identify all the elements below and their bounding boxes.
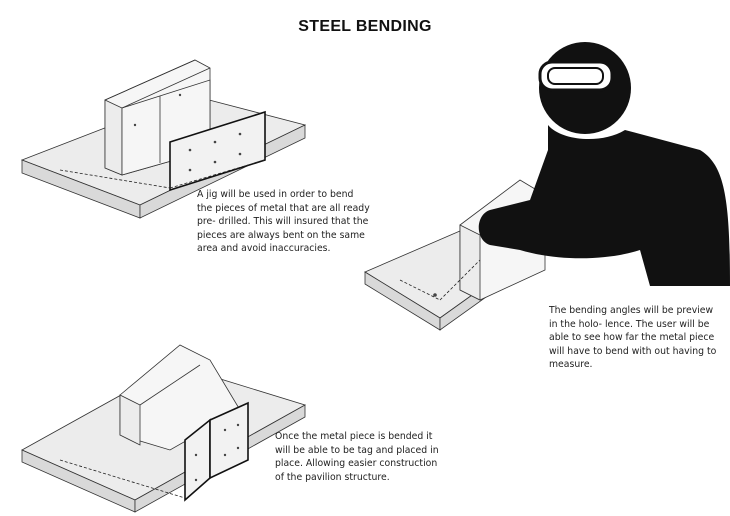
caption-line: pre- drilled. This will insured that the (197, 216, 369, 227)
caption-line: Once the metal piece is bended it (275, 431, 433, 442)
caption-line: area and avoid inaccuracies. (197, 243, 331, 254)
jig-caption: A jig will be used in order to bend the … (197, 188, 370, 256)
jig-bent-plate-illustration (21, 344, 307, 513)
caption-line: in the holo- lence. The user will be (549, 318, 710, 330)
caption-line: of the pavilion structure. (275, 471, 390, 483)
hololens-bending-illustration (364, 42, 730, 331)
caption-line: will be able to be tag and placed in (275, 444, 439, 456)
caption-line: A jig will be used in order to bend (197, 189, 354, 200)
page-title: STEEL BENDING (298, 18, 432, 35)
caption-line: pieces are always bent on the same (197, 229, 365, 241)
caption-line: The bending angles will be preview (549, 305, 714, 316)
caption-line: place. Allowing easier construction (275, 458, 438, 469)
placed-caption: Once the metal piece is bended it will b… (275, 430, 439, 484)
caption-line: measure. (549, 359, 593, 370)
person-silhouette-icon (478, 42, 730, 286)
caption-line: the pieces of metal that are all ready (197, 202, 370, 214)
caption-line: will have to bend with out having to (549, 345, 717, 357)
caption-line: able to see how far the metal piece (549, 332, 715, 343)
jig-flat-plate-illustration (20, 59, 307, 219)
hololens-caption: The bending angles will be preview in th… (549, 304, 716, 372)
